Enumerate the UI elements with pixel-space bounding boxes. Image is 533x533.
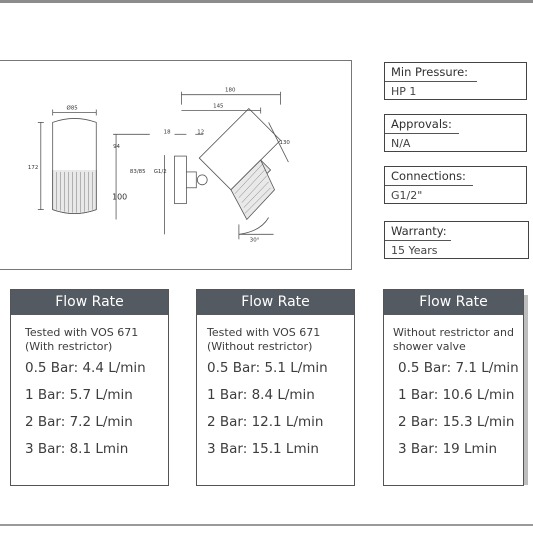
flow-rate-row: 3 Bar: 15.1 Lmin xyxy=(207,441,319,457)
spec-label: Approvals: xyxy=(391,117,452,131)
flow-rate-row: 0.5 Bar: 5.1 L/min xyxy=(207,360,328,376)
spec-divider xyxy=(385,133,459,134)
flow-rate-row: 1 Bar: 10.6 L/min xyxy=(398,387,515,403)
flow-card-title: Flow Rate xyxy=(197,290,354,315)
flow-rate-row: 1 Bar: 8.4 L/min xyxy=(207,387,315,403)
flow-rate-row: 2 Bar: 12.1 L/min xyxy=(207,414,324,430)
flow-card-with-restrictor: Flow Rate Tested with VOS 671 (With rest… xyxy=(10,289,169,486)
dim-height-172: 172 xyxy=(28,165,38,171)
technical-drawing-panel: Ø85 172 xyxy=(0,60,352,270)
spec-connections: Connections: G1/2" xyxy=(384,166,527,204)
spec-label: Min Pressure: xyxy=(391,65,469,79)
dim-g12: G1/2 xyxy=(154,169,167,175)
desc-line: shower valve xyxy=(393,340,466,353)
top-rule xyxy=(0,0,533,3)
dim-length-145: 145 xyxy=(213,104,223,110)
spec-divider xyxy=(385,240,451,241)
desc-line: Without restrictor and xyxy=(393,326,514,339)
technical-drawing: Ø85 172 xyxy=(28,88,291,244)
flow-rate-row: 3 Bar: 8.1 Lmin xyxy=(25,441,129,457)
spec-warranty: Warranty: 15 Years xyxy=(384,221,529,259)
spec-min-pressure: Min Pressure: HP 1 xyxy=(384,62,527,100)
spec-value: 15 Years xyxy=(391,244,438,257)
flow-card-description: Tested with VOS 671 (Without restrictor) xyxy=(207,326,320,354)
flow-rate-row: 2 Bar: 7.2 L/min xyxy=(25,414,133,430)
flow-card-title: Flow Rate xyxy=(384,290,523,315)
spec-approvals: Approvals: N/A xyxy=(384,114,527,152)
flow-card-title: Flow Rate xyxy=(11,290,168,315)
dim-100: 100 xyxy=(112,193,127,202)
spec-label: Connections: xyxy=(391,169,466,183)
dim-83-85: 83/85 xyxy=(130,169,146,175)
spec-divider xyxy=(385,185,473,186)
spec-value: N/A xyxy=(391,137,411,150)
dim-12: 12 xyxy=(197,129,204,135)
dim-94: 94 xyxy=(113,144,120,150)
flow-card-description: Without restrictor and shower valve xyxy=(393,326,514,354)
dim-130: 130 xyxy=(280,140,291,146)
flow-rate-row: 0.5 Bar: 4.4 L/min xyxy=(25,360,146,376)
flow-rate-row: 2 Bar: 15.3 L/min xyxy=(398,414,515,430)
dim-angle-30: 30° xyxy=(250,237,260,243)
desc-line: (With restrictor) xyxy=(25,340,113,353)
flow-rate-row: 0.5 Bar: 7.1 L/min xyxy=(398,360,519,376)
desc-line: Tested with VOS 671 xyxy=(25,326,139,339)
spec-value: G1/2" xyxy=(391,189,423,202)
desc-line: Tested with VOS 671 xyxy=(207,326,321,339)
flow-card-description: Tested with VOS 671 (With restrictor) xyxy=(25,326,138,354)
flow-rate-row: 3 Bar: 19 Lmin xyxy=(398,441,498,457)
desc-line: (Without restrictor) xyxy=(207,340,313,353)
dim-length-180: 180 xyxy=(225,88,236,94)
spec-divider xyxy=(385,81,477,82)
front-view xyxy=(37,109,97,214)
flow-rate-row: 1 Bar: 5.7 L/min xyxy=(25,387,133,403)
dim-diameter: Ø85 xyxy=(67,105,78,112)
spec-label: Warranty: xyxy=(391,224,447,238)
dim-18: 18 xyxy=(164,129,171,135)
card-edge-shadow xyxy=(524,295,528,485)
flow-card-without-restrictor: Flow Rate Tested with VOS 671 (Without r… xyxy=(196,289,355,486)
flow-card-no-restrictor-valve: Flow Rate Without restrictor and shower … xyxy=(383,289,524,486)
spec-value: HP 1 xyxy=(391,85,417,98)
bottom-rule xyxy=(0,524,533,526)
side-view xyxy=(113,91,289,240)
